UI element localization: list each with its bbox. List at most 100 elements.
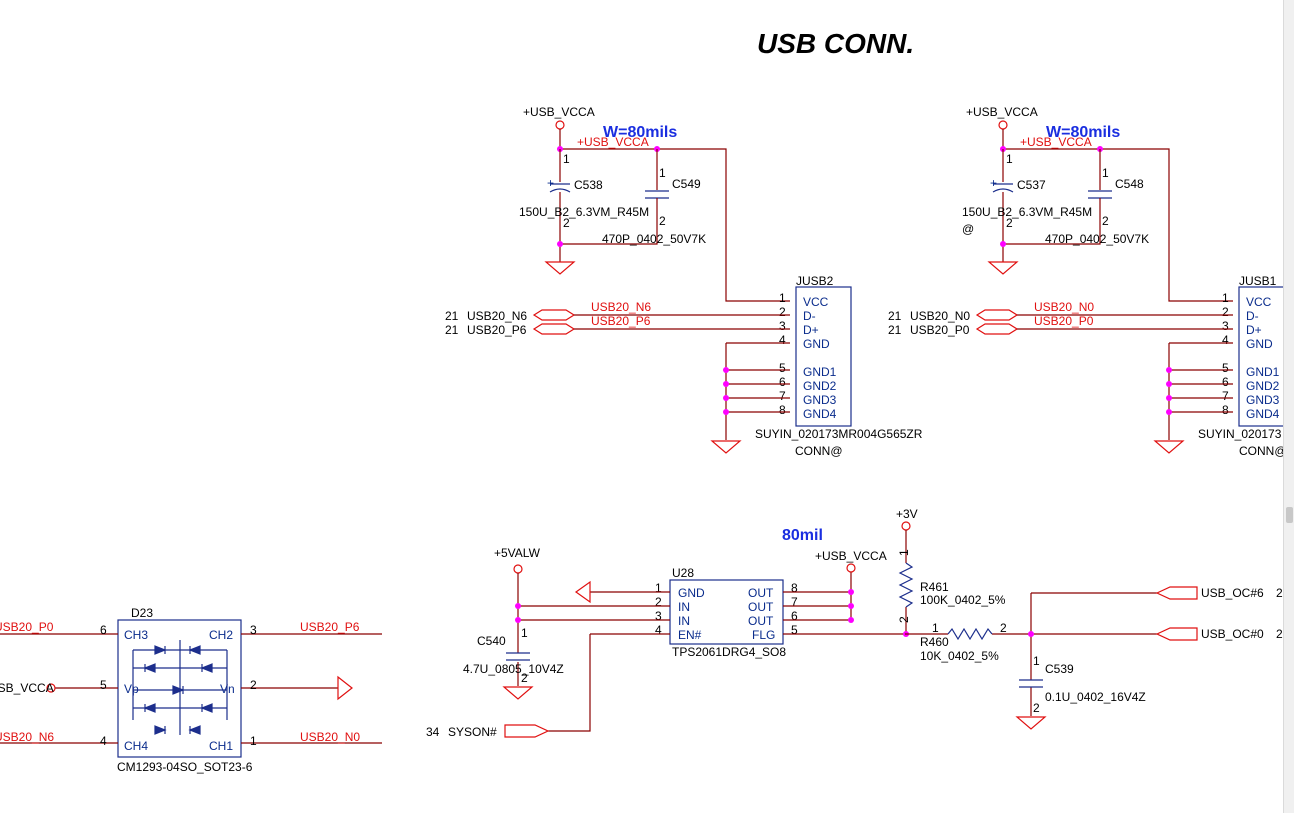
net-label: USB20_N6 [591, 300, 651, 314]
pin-number: 2 [250, 678, 257, 692]
pin-number: 6 [1222, 375, 1229, 389]
junction-dot [1166, 367, 1172, 373]
c537-value: 150U_B2_6.3VM_R45M [962, 205, 1092, 219]
net-port-label: USB20_P6 [467, 323, 527, 337]
pin-label: GND3 [803, 393, 837, 407]
r461-pin1: 1 [897, 549, 911, 556]
c549-capacitor [645, 190, 669, 199]
junction-dot [1166, 409, 1172, 415]
u28-ref: U28 [672, 566, 694, 580]
rail-label: +5VALW [494, 546, 541, 560]
c539-ref: C539 [1045, 662, 1074, 676]
port-syson [504, 724, 550, 738]
c538-pin1: 1 [563, 152, 570, 166]
pin-number: 6 [100, 623, 107, 637]
r460-resistor [947, 627, 993, 641]
c539-capacitor [1019, 679, 1043, 688]
vcc-rail-label: +USB_VCCA [966, 105, 1038, 119]
vertical-scrollbar[interactable] [1283, 0, 1294, 813]
net-port-label: USB_OC#6 [1201, 586, 1264, 600]
pin-number: 7 [779, 389, 786, 403]
pin-label: GND4 [803, 407, 837, 421]
u28-left-wires [518, 591, 670, 732]
pin-number: 8 [1222, 403, 1229, 417]
pin-label: VCC [1246, 295, 1272, 309]
c539-pin2: 2 [1033, 701, 1040, 715]
d23-wires [0, 633, 382, 744]
page-ref: 21 [445, 309, 459, 323]
jusb2-ref: JUSB2 [796, 274, 834, 288]
c548-gnd-lead [1003, 198, 1101, 245]
jusb1-body [1238, 286, 1294, 427]
port-usb-oc6 [1155, 586, 1198, 600]
pin-label: VCC [803, 295, 829, 309]
ground-symbol [1153, 440, 1185, 454]
pin-number: 3 [1222, 319, 1229, 333]
c548-pin1: 1 [1102, 166, 1109, 180]
net-label: USB20_N0 [1034, 300, 1094, 314]
pin-label: CH4 [124, 739, 148, 753]
jusb1-pins: VCC D- D+ GND GND1 GND2 GND3 GND4 1 2 3 … [1222, 291, 1280, 421]
c549-pin1: 1 [659, 166, 666, 180]
ground-symbol [987, 261, 1019, 275]
ground-symbol [1015, 716, 1047, 730]
pin-label: GND3 [1246, 393, 1280, 407]
power-symbol [46, 683, 56, 693]
c540-value: 4.7U_0805_10V4Z [463, 662, 564, 676]
pin-number: 5 [100, 678, 107, 692]
ground-symbol [544, 261, 576, 275]
c539-pin1: 1 [1033, 654, 1040, 668]
scrollbar-thumb[interactable] [1286, 507, 1293, 523]
r460-value: 10K_0402_5% [920, 649, 999, 663]
tvs-diode-array-icon [132, 640, 228, 735]
gnd-wires [1168, 342, 1233, 440]
c537-pin1: 1 [1006, 152, 1013, 166]
pin-label: IN [678, 614, 690, 628]
ground-symbol [337, 675, 353, 701]
sheet-title: USB CONN. [757, 28, 914, 59]
pin-number: 4 [779, 333, 786, 347]
pin-label: GND [678, 586, 705, 600]
c540-pin2: 2 [521, 671, 528, 685]
net-port-label: USB20_P0 [910, 323, 970, 337]
ground-symbol [502, 686, 534, 700]
pin-label: GND2 [1246, 379, 1280, 393]
c539-value: 0.1U_0402_16V4Z [1045, 690, 1146, 704]
pin-label: EN# [678, 628, 702, 642]
pin-label: D+ [1246, 323, 1262, 337]
junction-dot [848, 603, 854, 609]
pin-number: 4 [100, 734, 107, 748]
pin-number: 3 [655, 609, 662, 623]
pin-number: 3 [250, 623, 257, 637]
c537-capacitor [992, 183, 1014, 193]
power-symbol [901, 521, 911, 531]
jusb2-pins: VCC D- D+ GND GND1 GND2 GND3 GND4 1 2 3 … [779, 291, 837, 421]
net-label: +USB_VCCA [577, 135, 649, 149]
pin-label: IN [678, 600, 690, 614]
pin-number: 1 [1222, 291, 1229, 305]
junction-dot [1166, 395, 1172, 401]
power-symbol [998, 120, 1008, 130]
c549-value: 470P_0402_50V7K [602, 232, 706, 246]
junction-dot [557, 241, 563, 247]
pin-label: D- [803, 309, 816, 323]
junction-dot [723, 381, 729, 387]
net-label: +USB_VCCA [0, 681, 54, 695]
net-label: USB20_P0 [1034, 314, 1094, 328]
pin-label: GND4 [1246, 407, 1280, 421]
jusb1-part: SUYIN_020173 [1198, 427, 1282, 441]
net-label: USB20_P6 [300, 620, 360, 634]
net-port-label: SYSON# [448, 725, 497, 739]
c548-pin2: 2 [1102, 214, 1109, 228]
u28-part: TPS2061DRG4_SO8 [672, 645, 786, 659]
pin-label: OUT [748, 586, 774, 600]
pin-number: 3 [779, 319, 786, 333]
c548-value: 470P_0402_50V7K [1045, 232, 1149, 246]
pin-label: CH2 [209, 628, 233, 642]
c540-capacitor [506, 652, 530, 661]
pin-number: 5 [791, 623, 798, 637]
net-label: +USB_VCCA [1020, 135, 1092, 149]
r460-ref: R460 [920, 635, 949, 649]
pin-number: 5 [1222, 361, 1229, 375]
c538-capacitor [549, 183, 571, 193]
